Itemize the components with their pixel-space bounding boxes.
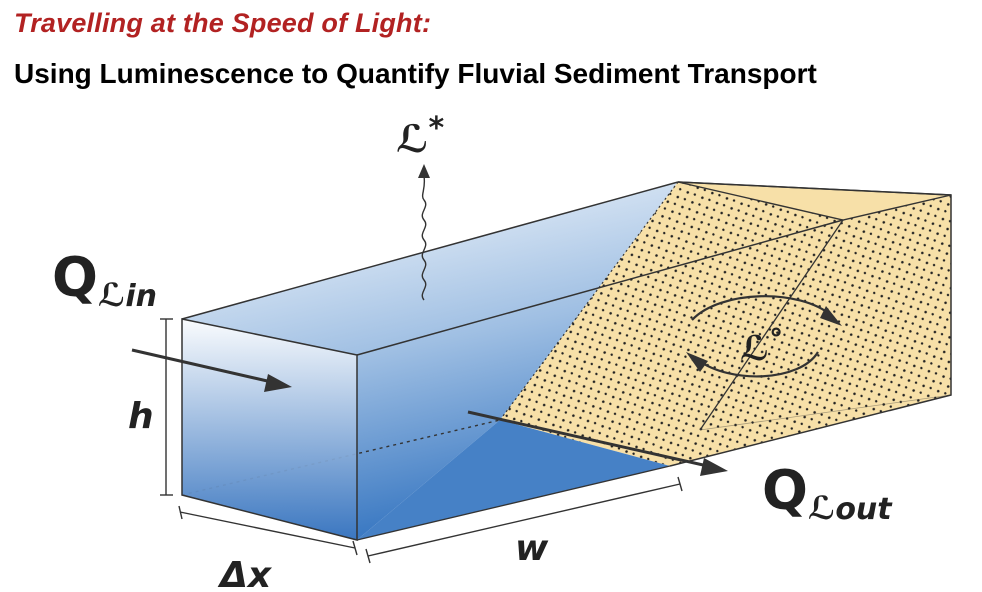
outflow-arrow-head bbox=[700, 458, 728, 476]
label-width: w bbox=[515, 528, 549, 569]
sand-ridge-line bbox=[699, 219, 844, 431]
inflow-arrow-head bbox=[264, 374, 292, 392]
sand-texture bbox=[500, 182, 951, 466]
top-front-edge bbox=[356, 219, 844, 356]
width-bracket bbox=[365, 476, 683, 564]
inflow-face bbox=[182, 319, 357, 540]
emission-arrow-head bbox=[418, 164, 430, 178]
label-L-zero: ℒ° bbox=[740, 322, 783, 369]
outflow-arrow bbox=[467, 410, 713, 469]
height-bracket bbox=[160, 318, 173, 496]
sand-right-edges bbox=[669, 181, 952, 467]
title-line-1: Travelling at the Speed of Light: bbox=[14, 8, 432, 38]
top-face-outline bbox=[181, 181, 679, 320]
bed-front-edge bbox=[356, 465, 671, 541]
circulation-arrow-top bbox=[691, 295, 833, 321]
circulation-arrow-top-head bbox=[820, 306, 842, 326]
sand-mid-line bbox=[699, 394, 952, 431]
inflow-arrow bbox=[131, 348, 277, 385]
label-Q-in: Qℒin bbox=[52, 246, 157, 314]
label-Q-out: Qℒout bbox=[762, 459, 893, 527]
delta-x-bracket bbox=[178, 505, 358, 556]
circulation-arrow-bottom-head bbox=[686, 352, 708, 372]
emission-wavy-arrow bbox=[421, 175, 427, 301]
water-bed bbox=[357, 420, 670, 540]
circulation-arrow-bottom bbox=[697, 351, 819, 378]
label-L-star: ℒ* bbox=[396, 111, 445, 161]
label-height: h bbox=[128, 396, 154, 437]
label-delta-x: Δx bbox=[217, 555, 273, 592]
title-line-2: Using Luminescence to Quantify Fluvial S… bbox=[14, 58, 817, 89]
